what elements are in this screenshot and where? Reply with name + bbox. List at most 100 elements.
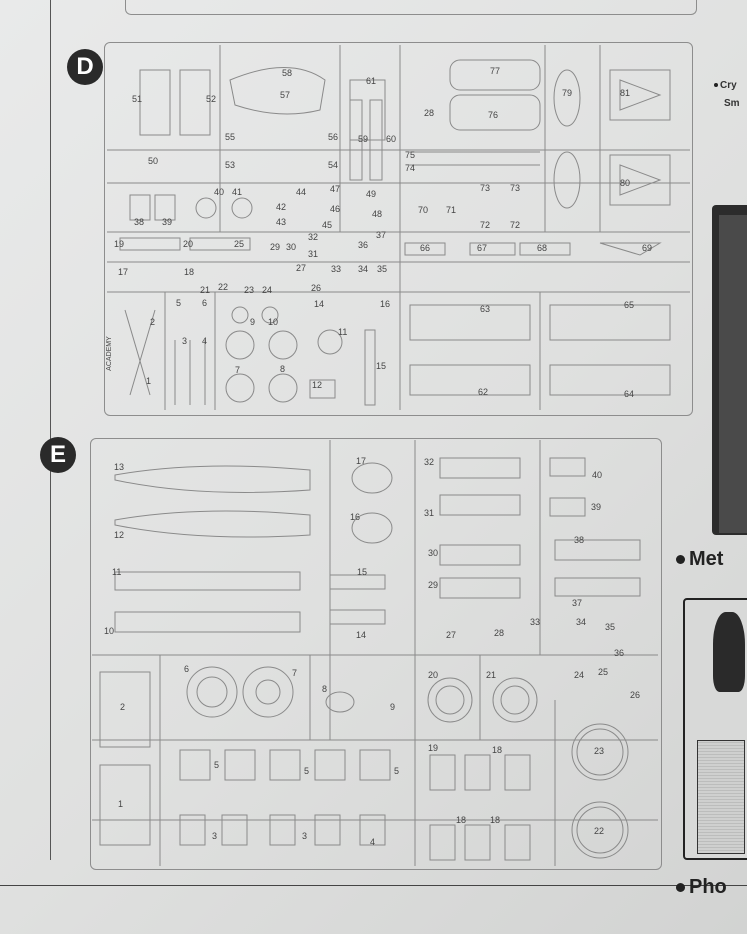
part-label: 58 [282, 68, 293, 78]
part-label: 72 [510, 220, 521, 230]
part-label: 72 [480, 220, 491, 230]
part-label: 57 [280, 90, 291, 100]
part-label: 7 [235, 365, 241, 375]
part-label: 10 [268, 317, 279, 327]
part-label: 11 [112, 567, 122, 577]
part-label: 4 [370, 837, 376, 847]
part-label: 34 [576, 617, 587, 627]
part-label: 63 [480, 304, 491, 314]
part-label: 40 [592, 470, 603, 480]
part-label: 21 [486, 670, 497, 680]
part-label: 52 [206, 94, 217, 104]
part-label: 4 [202, 336, 208, 346]
part-label: 3 [212, 831, 218, 841]
part-label: 74 [405, 163, 416, 173]
part-label: 33 [331, 264, 342, 274]
part-label: 5 [214, 760, 220, 770]
part-label: 53 [225, 160, 236, 170]
part-label: 16 [350, 512, 361, 522]
part-label: 12 [312, 380, 323, 390]
part-label: 32 [424, 457, 435, 467]
part-label: 30 [286, 242, 297, 252]
part-label: 35 [605, 622, 616, 632]
part-label: 60 [386, 134, 397, 144]
sprue-logo: ACADEMY [105, 336, 113, 371]
part-label: 40 [214, 187, 225, 197]
part-label: 66 [420, 243, 431, 253]
part-label: 29 [270, 242, 281, 252]
part-label: 39 [591, 502, 602, 512]
part-label: 36 [614, 648, 625, 658]
part-label: 27 [296, 263, 307, 273]
part-label: 26 [311, 283, 322, 293]
part-label: 80 [620, 178, 631, 188]
part-label: 19 [428, 743, 439, 753]
part-label: 5 [176, 298, 182, 308]
part-label: 25 [598, 667, 609, 677]
part-label: 49 [366, 189, 377, 199]
part-label: 23 [244, 285, 255, 295]
part-label: 8 [322, 684, 328, 694]
part-label: 51 [132, 94, 143, 104]
part-label: 1 [146, 376, 152, 386]
part-label: 59 [358, 134, 369, 144]
side-photo-part [713, 612, 745, 692]
part-label: 2 [150, 317, 156, 327]
part-label: 81 [620, 88, 631, 98]
part-label: 22 [218, 282, 229, 292]
part-label: 30 [428, 548, 439, 558]
part-label: 62 [478, 387, 489, 397]
part-label: 24 [574, 670, 585, 680]
part-label: 20 [428, 670, 439, 680]
part-label: 28 [424, 108, 435, 118]
part-label: 38 [134, 217, 145, 227]
part-label: 22 [594, 826, 605, 836]
part-label: 48 [372, 209, 383, 219]
part-label: 37 [572, 598, 583, 608]
part-label: 33 [530, 617, 541, 627]
part-label: 71 [446, 205, 457, 215]
part-label: 14 [314, 299, 325, 309]
part-label: 56 [328, 132, 339, 142]
part-label: 79 [562, 88, 573, 98]
part-label: 47 [330, 184, 341, 194]
part-label: 44 [296, 187, 307, 197]
part-label: 15 [376, 361, 387, 371]
part-label: 10 [104, 626, 115, 636]
part-label: 34 [358, 264, 369, 274]
part-label: 23 [594, 746, 605, 756]
part-label: 17 [356, 456, 367, 466]
part-label: 27 [446, 630, 457, 640]
side-photo-grid [697, 740, 745, 854]
part-label: 64 [624, 389, 635, 399]
part-label: 3 [302, 831, 308, 841]
part-label: 25 [234, 239, 245, 249]
part-label: 55 [225, 132, 236, 142]
sprue-e-frame [90, 438, 662, 870]
part-label: 18 [184, 267, 195, 277]
part-label: 5 [304, 766, 310, 776]
part-label: 38 [574, 535, 585, 545]
part-label: 1 [118, 799, 124, 809]
page-bottom-edge [0, 885, 747, 886]
part-label: 29 [428, 580, 439, 590]
part-label: 43 [276, 217, 287, 227]
top-sprue-edge [125, 0, 697, 15]
side-text-cry: Cry [714, 80, 737, 91]
part-label: 39 [162, 217, 173, 227]
part-label: 42 [276, 202, 287, 212]
part-label: 3 [182, 336, 188, 346]
part-label: 18 [490, 815, 501, 825]
sprue-d-badge: D [67, 49, 103, 85]
part-label: 41 [232, 187, 243, 197]
part-label: 36 [358, 240, 369, 250]
part-label: 6 [202, 298, 208, 308]
part-label: 32 [308, 232, 319, 242]
sprue-d-frame [104, 42, 693, 416]
part-label: 45 [322, 220, 333, 230]
part-label: 17 [118, 267, 129, 277]
part-label: 9 [390, 702, 396, 712]
page-margin-line [50, 0, 51, 860]
